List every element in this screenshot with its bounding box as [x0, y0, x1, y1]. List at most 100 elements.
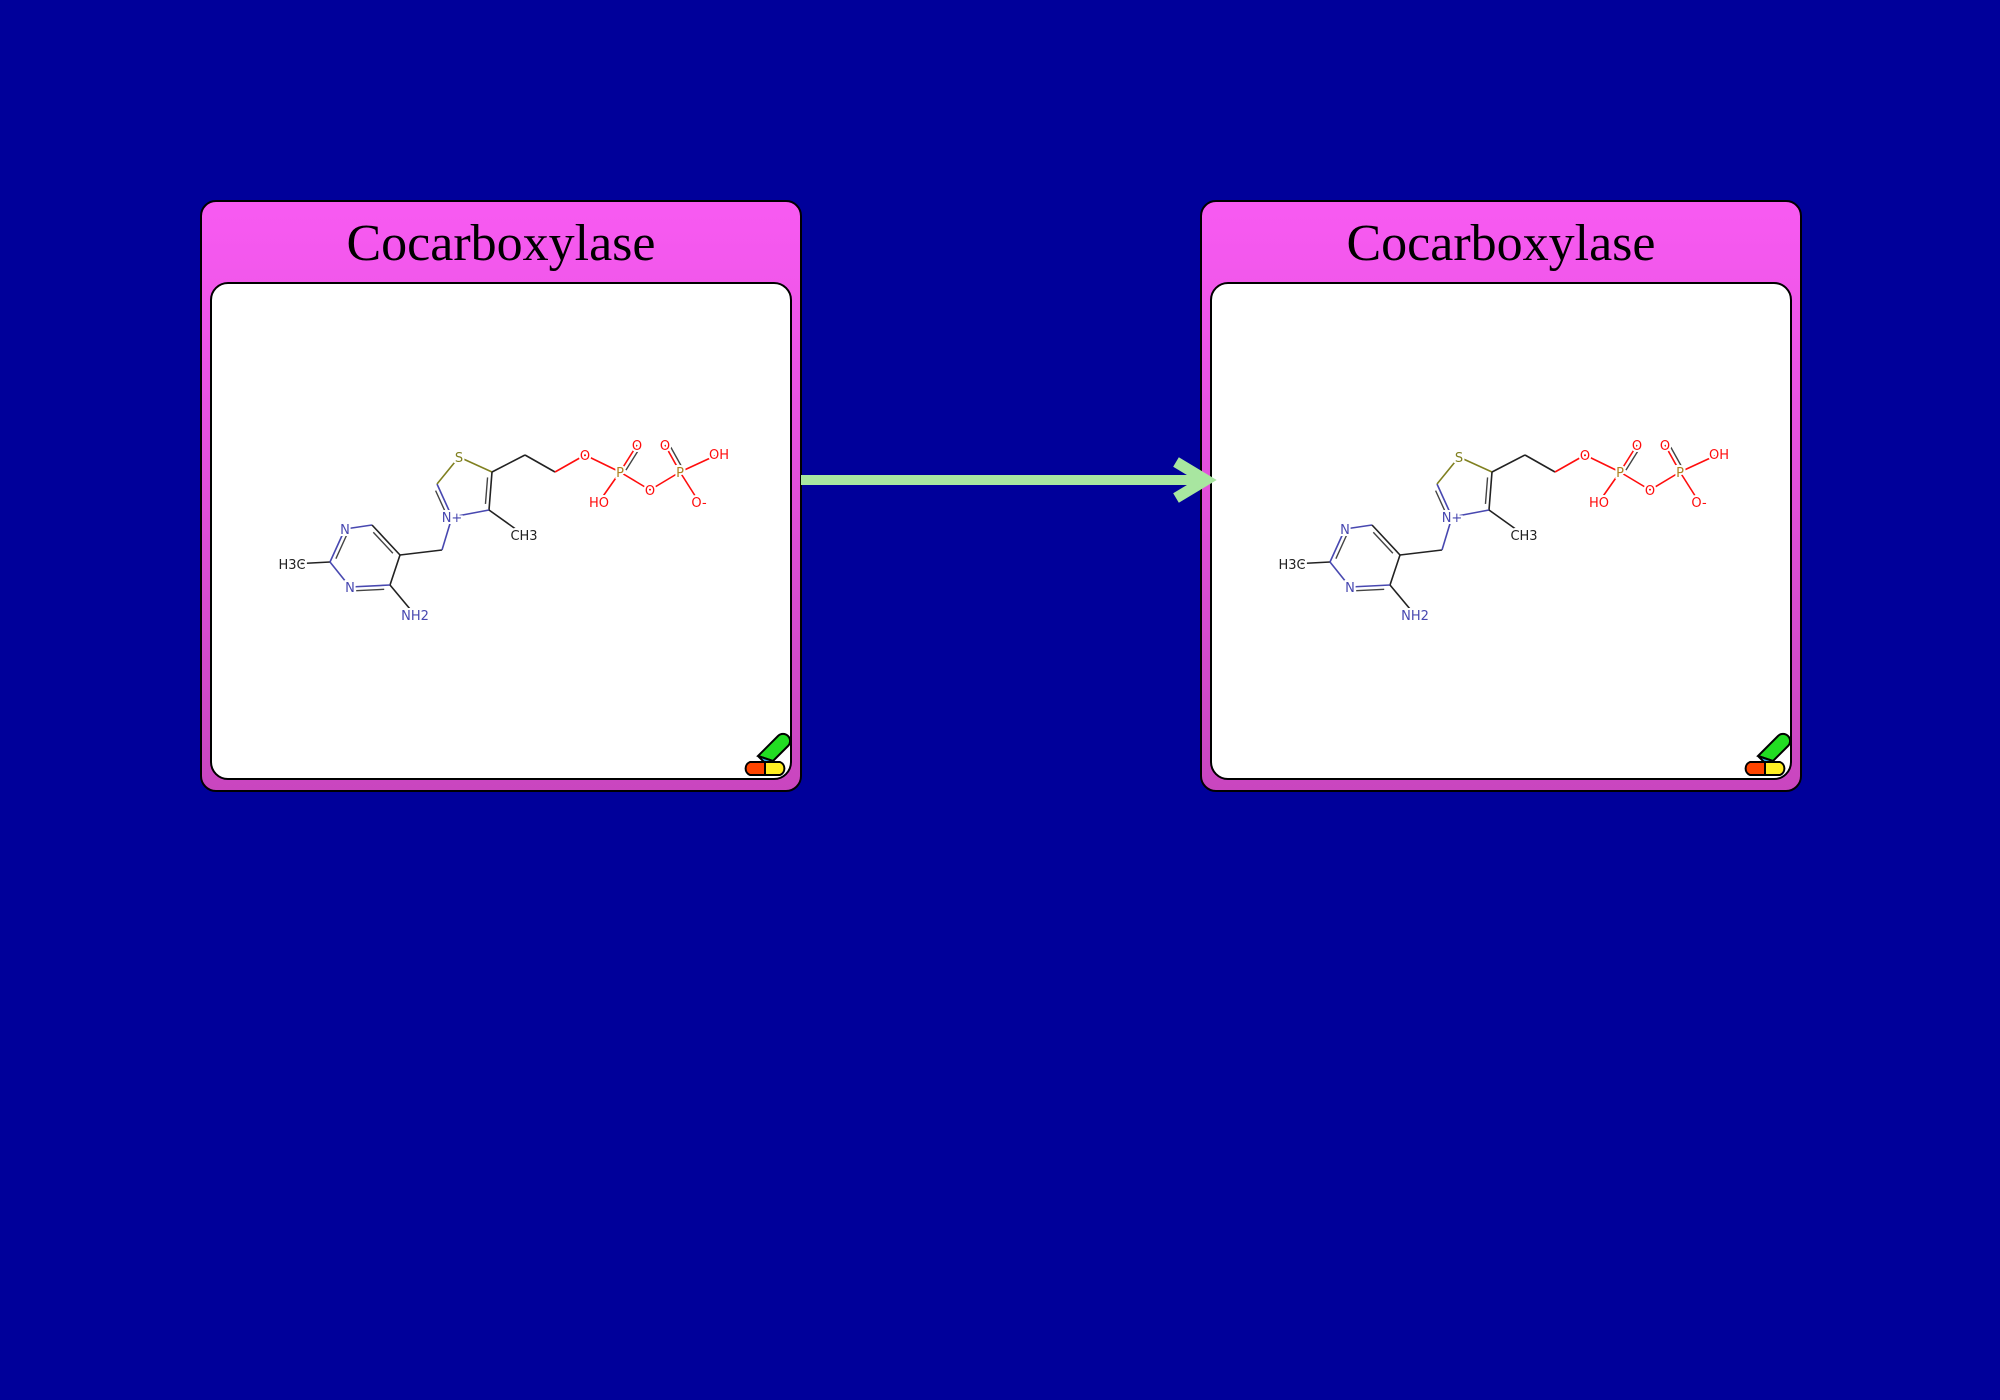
bond	[1291, 561, 1331, 565]
bond	[679, 471, 700, 503]
atom-label-h3c: H3C	[278, 558, 305, 573]
bond	[371, 524, 401, 556]
atom-label-s: S	[455, 451, 463, 466]
bond	[1679, 471, 1700, 503]
atom-label-p2: P	[676, 466, 684, 481]
double-bond	[1670, 446, 1682, 467]
atom-label-o-bridge: O	[645, 484, 655, 499]
drug-pill-icon	[744, 732, 792, 776]
bond	[1584, 454, 1621, 473]
bond	[488, 509, 525, 536]
bond	[291, 561, 331, 565]
bond	[1619, 444, 1638, 473]
bond	[1436, 483, 1453, 518]
atom-label-p1: P	[1616, 466, 1624, 481]
bond	[1679, 453, 1720, 473]
atom-label-o-eq1: O	[632, 439, 642, 454]
atom-label-o1: O	[580, 449, 590, 464]
bond	[584, 454, 621, 473]
bond	[598, 471, 621, 503]
double-bond	[335, 535, 348, 559]
bond	[329, 561, 351, 588]
atom-label-n1: N	[1340, 523, 1350, 538]
bond	[436, 456, 460, 485]
bond	[1488, 471, 1493, 511]
bond	[1349, 584, 1391, 588]
bond	[1649, 471, 1681, 491]
bond	[1524, 454, 1556, 473]
bond	[1598, 471, 1621, 503]
atom-label-o-eq2: O	[1660, 439, 1670, 454]
bond	[1664, 444, 1681, 473]
bond	[329, 528, 346, 563]
bond	[1371, 524, 1401, 556]
drug-pill-icon	[1744, 732, 1792, 776]
bond	[344, 524, 373, 530]
bond	[1399, 549, 1443, 556]
atom-label-nh2: NH2	[1401, 609, 1429, 624]
atom-label-n3: N	[1345, 581, 1355, 596]
atom-label-n3: N	[345, 581, 355, 596]
bond	[1389, 584, 1416, 616]
bond	[1436, 456, 1460, 485]
atom-label-p2: P	[1676, 466, 1684, 481]
double-bond	[1434, 490, 1447, 514]
bond	[389, 554, 401, 586]
bond	[1458, 456, 1493, 473]
atom-label-o-minus: O-	[1691, 496, 1707, 511]
bond	[619, 444, 638, 473]
atom-label-o1: O	[1580, 449, 1590, 464]
bond	[458, 456, 493, 473]
bond	[436, 483, 453, 518]
bond	[524, 454, 556, 473]
bond	[1554, 454, 1586, 473]
atom-label-o-eq2: O	[660, 439, 670, 454]
atom-label-ho: HO	[589, 496, 609, 511]
atom-label-oh: OH	[1709, 448, 1729, 463]
bond	[1451, 509, 1490, 518]
double-bond	[372, 531, 394, 554]
atom-label-o-eq1: O	[1632, 439, 1642, 454]
double-bond	[356, 588, 385, 592]
double-bond	[484, 477, 489, 505]
bond	[488, 471, 493, 511]
atom-label-o-bridge: O	[1645, 484, 1655, 499]
atom-label-s: S	[1455, 451, 1463, 466]
bond	[664, 444, 681, 473]
atom-label-nh2: NH2	[401, 609, 429, 624]
bond	[451, 509, 490, 518]
bond	[441, 516, 453, 551]
atom-label-oh: OH	[709, 448, 729, 463]
bond	[1491, 454, 1526, 473]
bond	[619, 471, 651, 491]
double-bond	[1372, 531, 1394, 554]
double-bond	[625, 450, 639, 471]
bond	[1389, 554, 1401, 586]
bond	[399, 549, 443, 556]
double-bond	[1335, 535, 1348, 559]
atom-label-h3c: H3C	[1278, 558, 1305, 573]
bond	[554, 454, 586, 473]
bond	[491, 454, 526, 473]
bond	[1329, 528, 1346, 563]
bond	[1344, 524, 1373, 530]
node-title: Cocarboxylase	[1346, 215, 1656, 272]
bond	[389, 584, 416, 616]
double-bond	[1484, 477, 1489, 505]
atom-label-nplus: N+	[442, 511, 463, 526]
atom-label-ch3: CH3	[510, 529, 537, 544]
bond	[1619, 471, 1651, 491]
atom-label-p1: P	[616, 466, 624, 481]
bond	[1441, 516, 1453, 551]
double-bond	[434, 490, 447, 514]
atom-label-o-minus: O-	[691, 496, 707, 511]
double-bond	[1625, 450, 1639, 471]
node-title: Cocarboxylase	[346, 215, 656, 272]
double-bond	[1356, 588, 1385, 592]
